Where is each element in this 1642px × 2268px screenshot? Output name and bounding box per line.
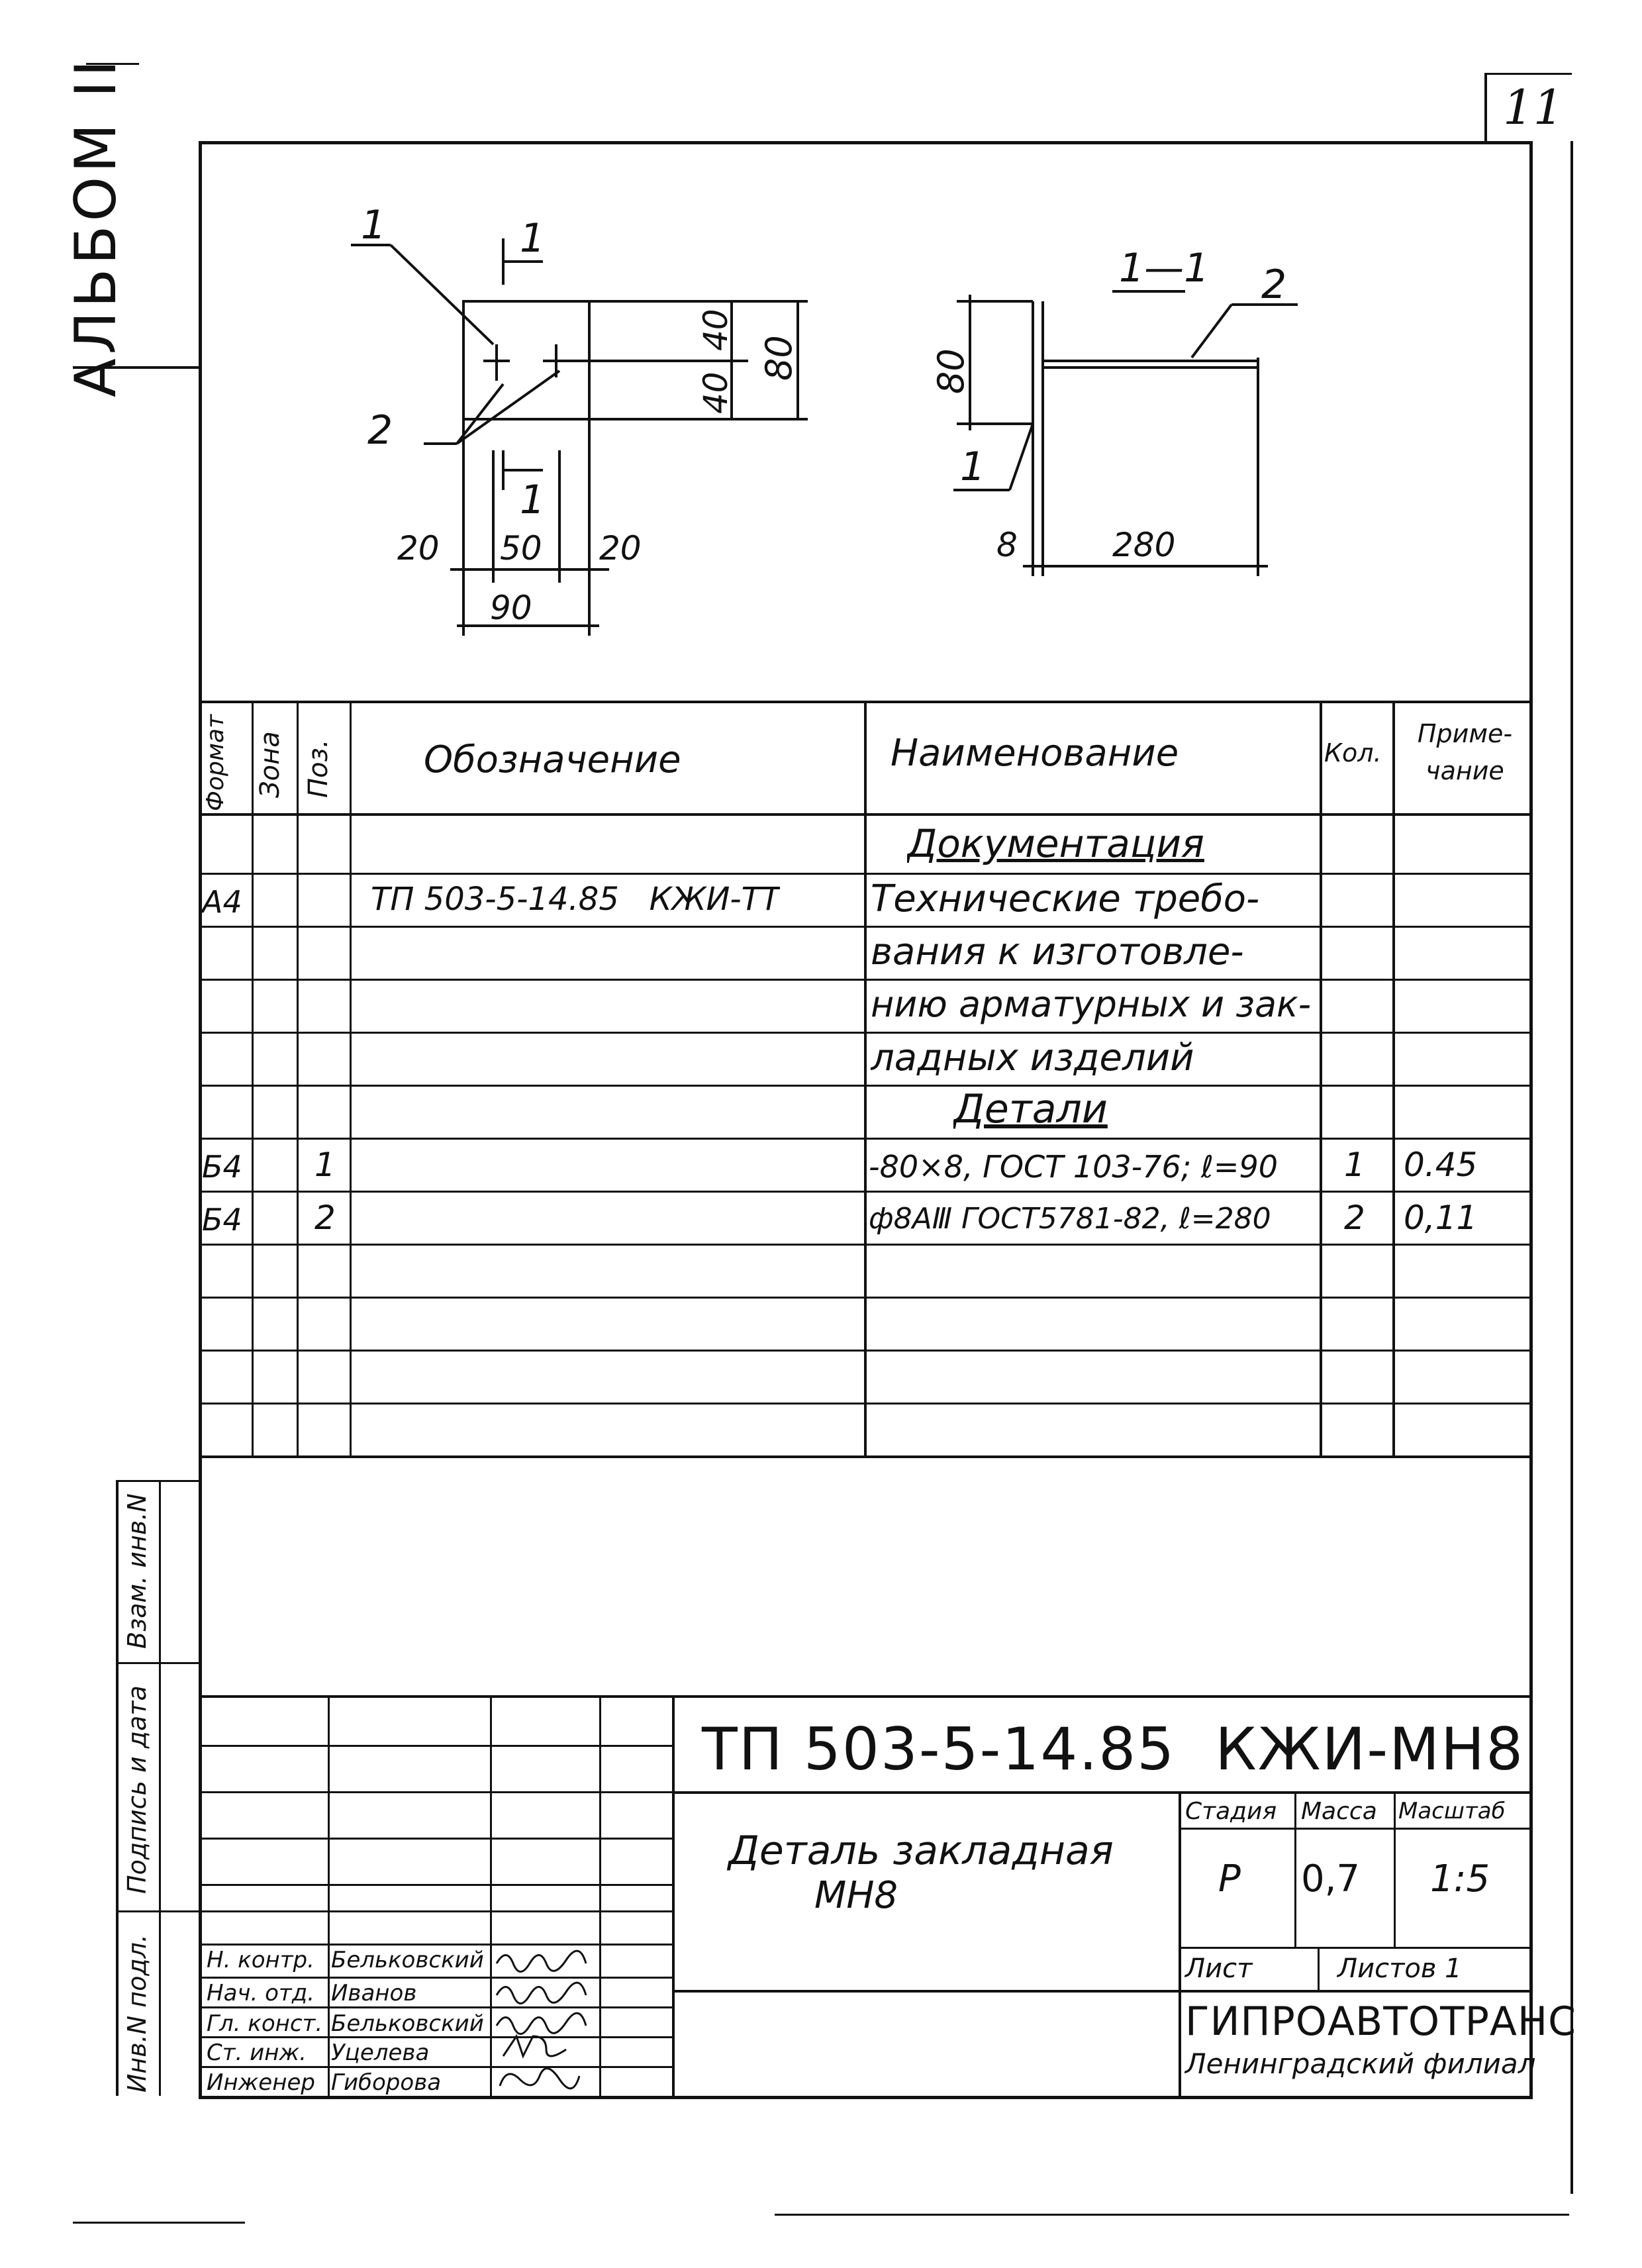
drawing-area: 1 1 2 1 40 40 80 20 50 20 90 1—1 2 1 80 … (351, 202, 1298, 636)
staff-0-role: Н. контр. (207, 1947, 314, 1973)
plan-section-mark: 1 (520, 215, 545, 262)
stage-value: Р (1218, 1857, 1241, 1900)
row-1-name: Технические требо- (871, 877, 1260, 920)
staff-1-name: Иванов (331, 1980, 417, 2006)
section-dim-height: 80 (930, 348, 972, 394)
side-inv-replace: Взам. инв.N (122, 1493, 152, 1649)
row-6-qty: 1 (1344, 1146, 1365, 1184)
doc-code: ТП 503-5-14.85 КЖИ-МН8 (702, 1715, 1525, 1783)
sheet-number: 11 (1503, 79, 1564, 135)
header-format: Формат (202, 714, 229, 811)
row-3-name: нию арматурных и зак- (871, 983, 1312, 1025)
row-6-name: -80×8, ГОСТ 103-76; ℓ=90 (869, 1149, 1278, 1185)
row-6-note: 0.45 (1404, 1146, 1478, 1184)
staff-4-role: Инженер (207, 2069, 315, 2096)
dim-right: 20 (599, 529, 642, 567)
top-short-line (86, 63, 139, 65)
plan-callout-rods: 2 (367, 407, 393, 454)
staff-3-role: Ст. инж. (207, 2040, 307, 2066)
sheets-label: Листов 1 (1337, 1953, 1462, 1984)
section-callout-rod: 2 (1261, 262, 1286, 308)
row-4-name: ладных изделий (871, 1036, 1194, 1079)
dim-width: 90 (490, 589, 532, 627)
org-name: ГИПРОАВТОТРАНС (1185, 1998, 1576, 2045)
sheet-number-box-top (1484, 73, 1572, 75)
header-zone: Зона (255, 731, 285, 798)
staff-1-role: Нач. отд. (207, 1980, 315, 2006)
row-7-pos: 2 (314, 1199, 336, 1237)
staff-2-role: Гл. конст. (207, 2010, 323, 2037)
outer-bottom-line (775, 2214, 1569, 2216)
row-7-name: ф8АⅢ ГОСТ5781-82, ℓ=280 (869, 1202, 1271, 1236)
section-dim-length: 280 (1112, 526, 1175, 564)
frame-bottom-line (199, 2096, 1532, 2099)
row-6-format: Б4 (202, 1149, 242, 1185)
staff-2-name: Бельковский (331, 2010, 484, 2037)
dim-top: 40 (697, 309, 735, 351)
scale-value: 1:5 (1430, 1857, 1490, 1900)
frame-left-line (199, 141, 202, 2099)
stage-label: Стадия (1185, 1798, 1277, 1825)
staff-4-name: Гиборова (331, 2069, 442, 2096)
row-5-name: Детали (953, 1086, 1108, 1132)
mass-value: 0,7 (1301, 1857, 1361, 1900)
org-branch: Ленинградский филиал (1185, 2047, 1536, 2080)
dim-mid: 50 (500, 529, 542, 567)
side-inv-orig: Инв.N подл. (122, 1934, 152, 2093)
outer-right-line (1570, 141, 1573, 2194)
outer-bottom-left-line (73, 2222, 245, 2224)
staff-0-name: Бельковский (331, 1947, 484, 1973)
section-callout-plate: 1 (960, 444, 985, 490)
row-2-name: вания к изготовле- (871, 930, 1244, 973)
frame-top-line (199, 141, 1532, 144)
section-title: 1—1 (1119, 245, 1209, 291)
row-0-name: Документация (907, 821, 1204, 866)
section-dim-thickness: 8 (996, 526, 1018, 564)
row-6-pos: 1 (314, 1146, 336, 1184)
plan-callout-plate: 1 (361, 202, 386, 248)
sheet-number-box-left (1484, 73, 1487, 144)
header-note: Приме- чание (1417, 719, 1513, 785)
dim-bottom: 40 (697, 371, 735, 414)
side-sign-date: Подпись и дата (122, 1685, 152, 1894)
scale-label: Масштаб (1398, 1798, 1506, 1824)
album-underline (73, 366, 202, 369)
row-7-format: Б4 (202, 1202, 242, 1238)
title-line1: Деталь закладная (728, 1828, 1114, 1874)
row-7-note: 0,11 (1404, 1199, 1478, 1237)
mass-label: Масса (1301, 1798, 1377, 1825)
frame-right-line (1529, 141, 1533, 2099)
row-1-designation: ТП 503-5-14.85 КЖИ-ТТ (371, 881, 781, 918)
header-qty: Кол. (1324, 738, 1382, 767)
dim-height: 80 (758, 335, 800, 381)
header-name: Наименование (891, 732, 1179, 775)
plan-section-mark-bottom: 1 (520, 477, 545, 523)
row-7-qty: 2 (1344, 1199, 1365, 1237)
dim-left: 20 (397, 529, 440, 567)
staff-3-name: Уцелева (331, 2040, 430, 2066)
title-line2: МН8 (814, 1874, 898, 1917)
sheet-label: Лист (1185, 1953, 1253, 1984)
header-pos: Поз. (303, 739, 334, 798)
header-designation: Обозначение (424, 738, 681, 781)
row-1-format: А4 (202, 884, 242, 920)
signatures (495, 1949, 587, 2090)
